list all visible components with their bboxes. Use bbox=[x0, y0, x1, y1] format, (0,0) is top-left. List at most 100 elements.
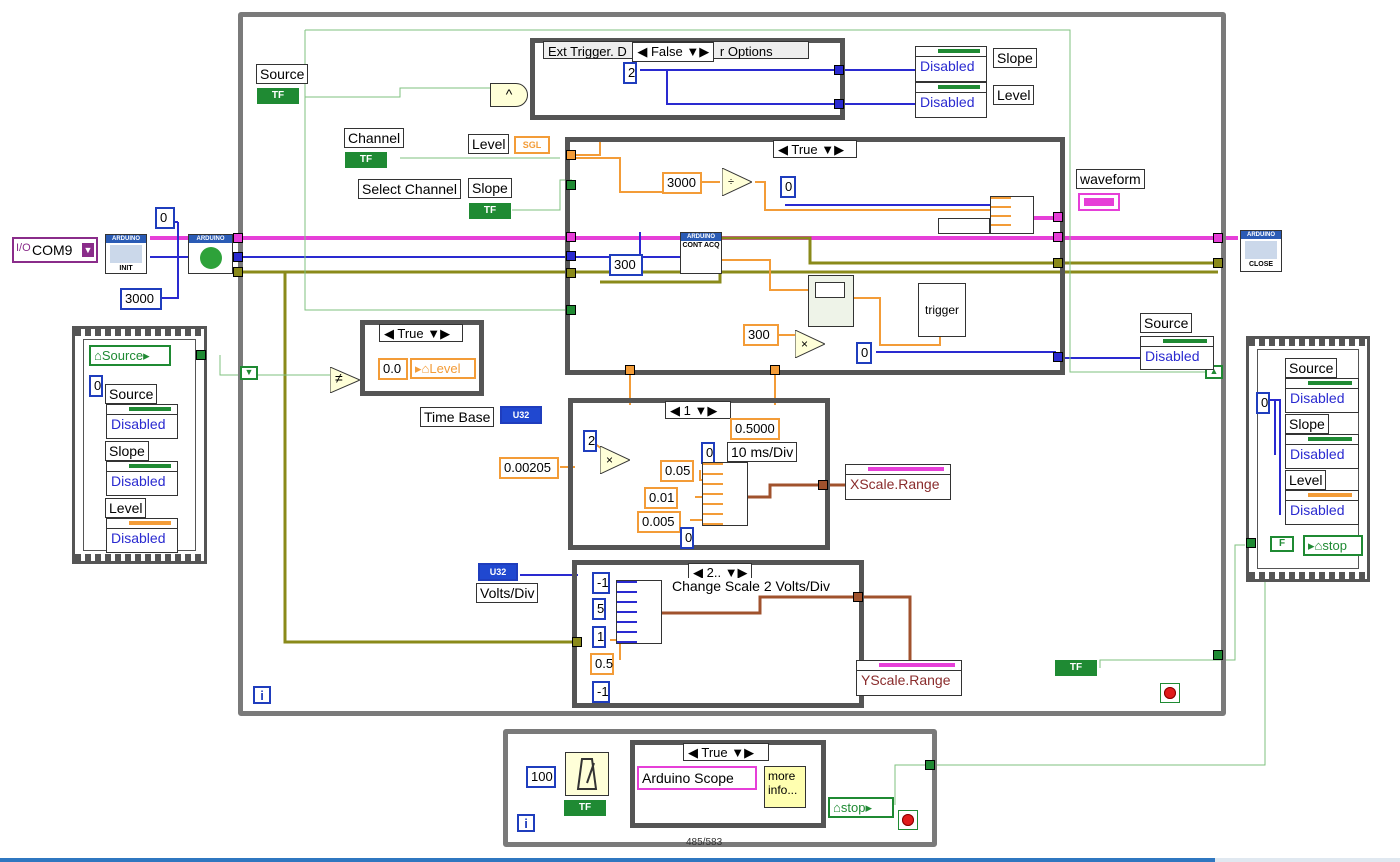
stop-control-tf[interactable]: TF bbox=[1055, 660, 1097, 676]
level-label: Level bbox=[468, 134, 510, 154]
const-3000[interactable]: 3000 bbox=[120, 288, 162, 310]
tb-const-05000[interactable]: 0.5000 bbox=[730, 418, 780, 440]
right-index-const[interactable]: 0 bbox=[1256, 392, 1270, 414]
level-case-selector[interactable]: ◀ True ▼▶ bbox=[379, 324, 463, 342]
bundle-node[interactable] bbox=[938, 218, 990, 234]
volts-value-1[interactable]: 5 bbox=[592, 598, 606, 620]
const-zero[interactable]: 0 bbox=[155, 207, 175, 229]
tb-const-00205[interactable]: 0.00205 bbox=[499, 457, 559, 479]
volts-value-0[interactable]: -1 bbox=[592, 572, 610, 594]
volts-div-label: Volts/Div bbox=[476, 583, 539, 603]
false-const-text: F bbox=[1278, 538, 1286, 550]
multiply-node[interactable]: × bbox=[794, 329, 827, 359]
source-control[interactable]: TF bbox=[257, 88, 299, 104]
source-prop-value: Disabled bbox=[1145, 348, 1200, 364]
const-0b-acq[interactable]: 0 bbox=[856, 342, 872, 364]
volts-value-2[interactable]: 1 bbox=[592, 626, 606, 648]
level-global-var[interactable]: ▸⌂Level bbox=[410, 358, 476, 379]
acq-out-olive bbox=[1053, 258, 1063, 268]
left-item-2-prop[interactable]: Disabled bbox=[106, 518, 178, 553]
slope-property-node[interactable]: Disabled bbox=[915, 46, 987, 82]
slope-control[interactable]: TF bbox=[469, 203, 511, 219]
source-global-var[interactable]: ⌂Source▸ bbox=[89, 345, 171, 366]
false-const[interactable]: F bbox=[1270, 536, 1294, 552]
and-gate[interactable]: ^ bbox=[490, 83, 528, 107]
acq-tunnel-pink bbox=[566, 232, 576, 242]
volts-value-3[interactable]: 0.5 bbox=[590, 653, 614, 675]
tb-multiply-node[interactable]: × bbox=[599, 445, 632, 475]
stop-global-write[interactable]: ▸⌂stop bbox=[1303, 535, 1363, 556]
left-item-0-prop[interactable]: Disabled bbox=[106, 404, 178, 439]
tb-const-0[interactable]: 0 bbox=[701, 442, 715, 464]
right-item-2-prop[interactable]: Disabled bbox=[1285, 490, 1359, 525]
arduino-init-vi[interactable]: ARDUINO INIT bbox=[105, 234, 147, 274]
time-base-control[interactable]: U32 bbox=[500, 406, 542, 424]
const-100[interactable]: 100 bbox=[526, 766, 556, 788]
channel-control[interactable]: TF bbox=[345, 152, 387, 168]
const-3000-acq[interactable]: 3000 bbox=[662, 172, 702, 194]
arduino-scope-string[interactable]: Arduino Scope bbox=[637, 766, 757, 790]
arduino-config-vi[interactable]: ARDUINO bbox=[188, 234, 233, 274]
acq-tunnel-level bbox=[566, 150, 576, 160]
not-equal-node[interactable]: ≠ bbox=[329, 366, 362, 394]
tb-const-001[interactable]: 0.01 bbox=[644, 487, 678, 509]
time-base-selector[interactable]: ◀ 1 ▼▶ bbox=[665, 401, 731, 419]
tunnel-olive-left bbox=[233, 267, 243, 277]
arduino-label-2: ARDUINO bbox=[189, 235, 232, 243]
dropdown-arrow-icon[interactable]: ▼ bbox=[82, 243, 94, 257]
source-property-node[interactable]: Disabled bbox=[1140, 336, 1214, 370]
const-300b-acq[interactable]: 300 bbox=[743, 324, 779, 346]
level-property-node[interactable]: Disabled bbox=[915, 82, 987, 118]
yscale-property-node[interactable]: YScale.Range bbox=[856, 660, 962, 696]
cont-acq-vi[interactable]: ARDUINO CONT ACQ bbox=[680, 232, 722, 274]
waveform-build-node[interactable] bbox=[808, 275, 854, 327]
xscale-property-node[interactable]: XScale.Range bbox=[845, 464, 951, 500]
stop-global-read[interactable]: ⌂stop▸ bbox=[828, 797, 894, 818]
left-item-1-prop[interactable]: Disabled bbox=[106, 461, 178, 496]
waveform-indicator[interactable] bbox=[1078, 193, 1120, 211]
left-item-1-value: Disabled bbox=[111, 473, 166, 489]
tb-build-array-node[interactable] bbox=[702, 462, 748, 526]
about-case-selector[interactable]: ◀ True ▼▶ bbox=[683, 743, 769, 761]
tb-const-2[interactable]: 2 bbox=[583, 430, 597, 452]
acq-case-selector[interactable]: ◀ True ▼▶ bbox=[773, 140, 857, 158]
const-0-acq[interactable]: 0 bbox=[780, 176, 796, 198]
const-2-ext[interactable]: 2 bbox=[623, 62, 637, 84]
svg-text:×: × bbox=[606, 453, 613, 467]
more-info-button[interactable]: more info... bbox=[764, 766, 806, 808]
bottom-while-loop bbox=[503, 729, 937, 847]
left-item-0-value: Disabled bbox=[111, 416, 166, 432]
bottom-tf-const[interactable]: TF bbox=[564, 800, 606, 816]
level-control[interactable]: SGL bbox=[514, 136, 550, 154]
volts-selector[interactable]: ◀ 2.. ▼▶ bbox=[688, 563, 752, 581]
volts-div-control[interactable]: U32 bbox=[478, 563, 518, 581]
acq-source-label: Source bbox=[1140, 313, 1193, 333]
ext-trigger-value: False bbox=[650, 44, 683, 59]
footer-bar bbox=[0, 858, 1400, 862]
about-case bbox=[630, 740, 826, 828]
right-item-1-prop[interactable]: Disabled bbox=[1285, 434, 1359, 469]
const-level-value[interactable]: 0.0 bbox=[378, 358, 408, 380]
volts-value-4[interactable]: -1 bbox=[592, 681, 610, 703]
right-seq-tunnel bbox=[1246, 538, 1256, 548]
wait-ms-metronome-icon[interactable] bbox=[565, 752, 609, 796]
init-label: INIT bbox=[119, 265, 133, 272]
trigger-subvi[interactable]: trigger bbox=[918, 283, 966, 337]
divide-node[interactable]: ÷ bbox=[721, 167, 754, 197]
volts-build-array-node[interactable] bbox=[616, 580, 662, 644]
const-300-acq[interactable]: 300 bbox=[609, 254, 643, 276]
left-seq-tunnel bbox=[196, 350, 206, 360]
stop-terminal-icon[interactable] bbox=[1160, 683, 1180, 703]
right-item-0-prop[interactable]: Disabled bbox=[1285, 378, 1359, 413]
left-index-const[interactable]: 0 bbox=[89, 375, 103, 397]
ext-trigger-value-box[interactable]: ◀ False ▼▶ bbox=[632, 42, 715, 62]
arduino-close-vi[interactable]: ARDUINO CLOSE bbox=[1240, 230, 1282, 272]
bottom-stop-terminal-icon[interactable] bbox=[898, 810, 918, 830]
build-array-node[interactable] bbox=[990, 196, 1034, 234]
tb-const-005[interactable]: 0.05 bbox=[660, 460, 694, 482]
ext-trigger-selector[interactable]: Ext Trigger. D ◀ False ▼▶ r Options bbox=[543, 41, 809, 62]
tb-const-0005[interactable]: 0.005 bbox=[637, 511, 681, 533]
com-port-control[interactable]: I/O COM9 ▼ bbox=[12, 237, 98, 263]
level-selector-value: True bbox=[397, 326, 424, 341]
tb-const-0b[interactable]: 0 bbox=[680, 527, 694, 549]
